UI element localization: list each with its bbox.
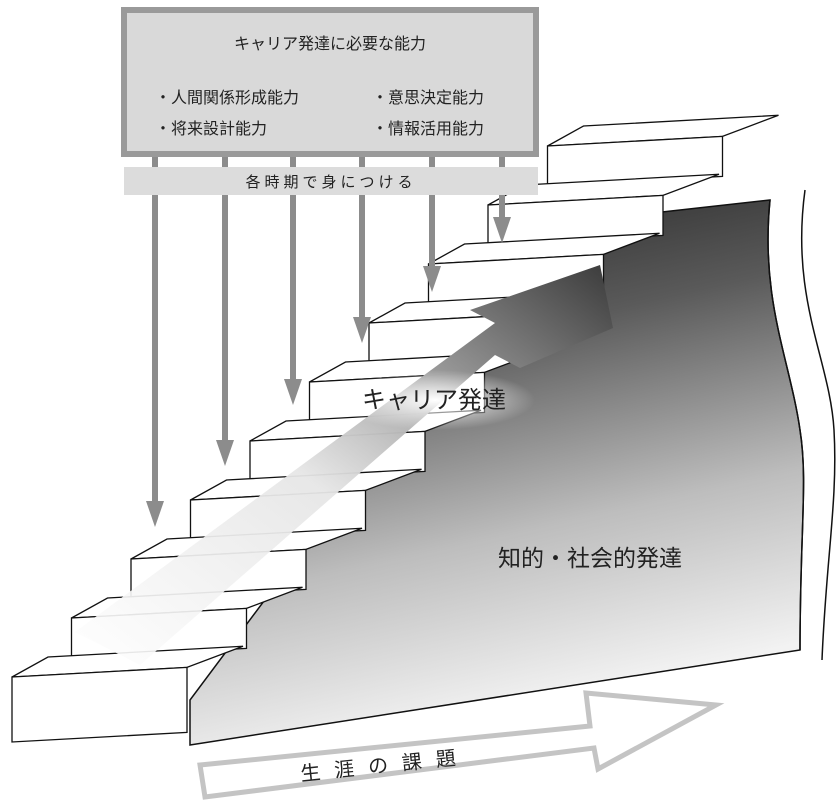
stair-riser — [11, 666, 188, 743]
down-arrow-shaft — [222, 155, 228, 442]
wavy-edge-right — [801, 189, 836, 661]
intellectual-social-development-label: 知的・社会的発達 — [498, 546, 682, 572]
ability-item: ・意思決定能力 — [372, 88, 484, 107]
abilities-box-title: キャリア発達に必要な能力 — [234, 34, 426, 53]
down-arrow-head — [284, 379, 302, 405]
down-arrow-head — [423, 266, 441, 292]
down-arrow-head — [146, 501, 164, 527]
timing-band: 各時期で身につける — [124, 167, 538, 195]
career-development-arrow — [75, 265, 613, 665]
down-arrow-shaft — [152, 155, 158, 503]
lifelong-task-arrow — [197, 690, 725, 800]
abilities-box: キャリア発達に必要な能力 ・人間関係形成能力 ・意思決定能力 ・将来設計能力 ・… — [121, 7, 539, 157]
ability-item: ・将来設計能力 — [155, 119, 267, 138]
career-development-label: キャリア発達 — [362, 386, 506, 414]
stair-riser — [487, 194, 664, 246]
ability-item: ・情報活用能力 — [372, 119, 484, 138]
down-arrow-head — [216, 440, 234, 466]
timing-band-label: 各時期で身につける — [245, 173, 416, 191]
ability-item: ・人間関係形成能力 — [155, 88, 299, 107]
down-arrow-head — [493, 217, 511, 243]
down-arrow-head — [353, 317, 371, 343]
down-arrow-shaft — [429, 155, 435, 268]
career-label-glow — [335, 370, 535, 430]
stair-riser — [546, 135, 724, 187]
down-arrow-shaft — [290, 155, 296, 381]
wavy-edge-left — [767, 199, 805, 651]
down-arrow-shaft — [359, 155, 365, 319]
